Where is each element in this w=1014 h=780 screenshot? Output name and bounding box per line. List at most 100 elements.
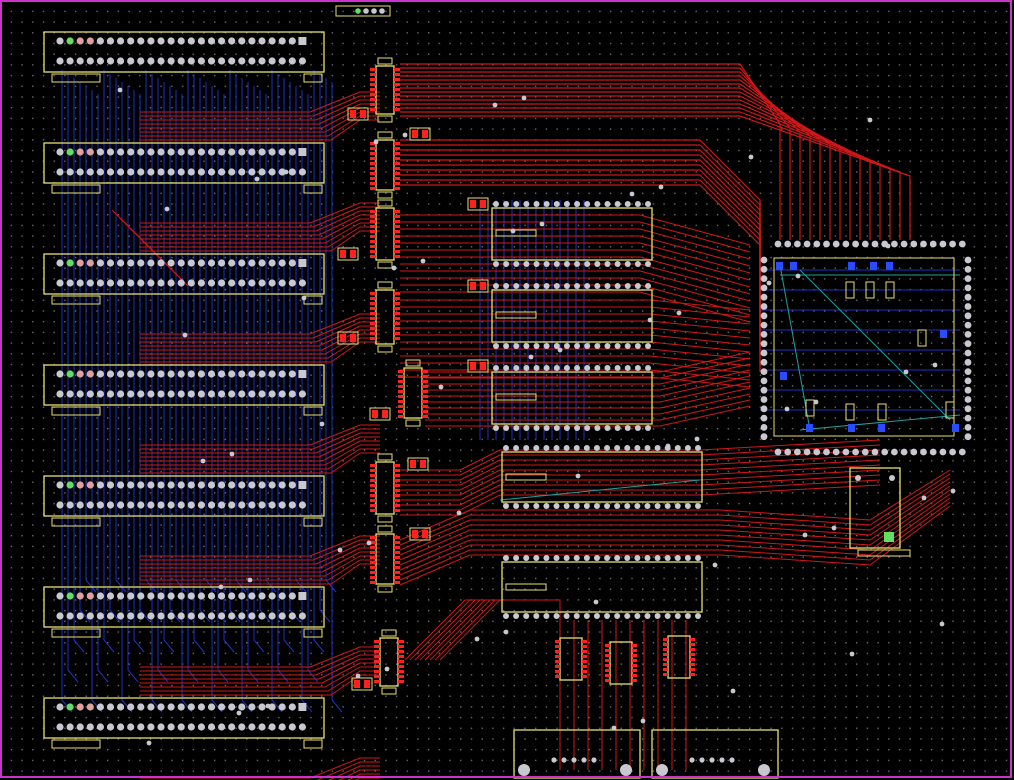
through-hole-pad bbox=[238, 37, 246, 45]
buffer-ic[interactable] bbox=[370, 281, 400, 353]
smd-pad bbox=[370, 327, 376, 330]
smd-pad bbox=[394, 484, 400, 487]
through-hole-pad bbox=[583, 503, 590, 509]
chip-capacitor[interactable] bbox=[351, 677, 373, 691]
chip-capacitor[interactable] bbox=[467, 279, 489, 293]
through-hole-pad bbox=[760, 414, 768, 422]
small-soic[interactable] bbox=[605, 641, 637, 685]
through-hole-pad bbox=[177, 279, 185, 287]
dip-ic[interactable] bbox=[501, 555, 703, 619]
through-hole-pad bbox=[584, 343, 591, 349]
through-hole-pad bbox=[197, 481, 205, 489]
buffer-ic[interactable] bbox=[370, 131, 400, 199]
dip-ic[interactable] bbox=[491, 283, 653, 349]
chip-capacitor[interactable] bbox=[409, 127, 431, 141]
through-hole-pad bbox=[614, 283, 621, 289]
edge-connector[interactable] bbox=[43, 697, 325, 749]
through-hole-pad bbox=[278, 612, 286, 620]
via-dot bbox=[640, 718, 646, 724]
smd-pad bbox=[370, 571, 376, 574]
trace bbox=[399, 473, 951, 546]
through-hole-pad bbox=[96, 501, 104, 509]
through-hole-pad bbox=[268, 168, 276, 176]
through-hole-pad bbox=[624, 283, 631, 289]
plcc-package[interactable] bbox=[760, 240, 972, 456]
trace bbox=[140, 650, 380, 672]
small-soic[interactable] bbox=[555, 637, 587, 681]
component-layer[interactable] bbox=[43, 5, 972, 779]
through-hole-pad bbox=[604, 555, 611, 561]
smd-pad bbox=[370, 68, 376, 71]
chip-capacitor[interactable] bbox=[347, 107, 369, 121]
dip-ic[interactable] bbox=[491, 201, 653, 267]
edge-connector[interactable] bbox=[43, 31, 325, 83]
smd-pad bbox=[370, 489, 376, 492]
through-hole-pad bbox=[634, 201, 641, 207]
smd-pad bbox=[372, 410, 378, 418]
chip-capacitor[interactable] bbox=[467, 359, 489, 373]
trace bbox=[400, 334, 751, 346]
through-hole-pad bbox=[794, 240, 801, 248]
chip-capacitor[interactable] bbox=[337, 331, 359, 345]
through-hole-pad bbox=[76, 390, 84, 398]
through-hole-pad bbox=[949, 240, 956, 248]
smd-pad bbox=[370, 581, 376, 584]
oscillator[interactable] bbox=[849, 467, 911, 557]
smd-pad bbox=[350, 110, 356, 118]
through-hole-pad bbox=[513, 283, 520, 289]
through-hole-pad bbox=[689, 757, 695, 763]
smd-pad bbox=[394, 581, 400, 584]
through-hole-pad bbox=[288, 501, 296, 509]
through-hole-pad bbox=[774, 240, 782, 248]
chip-capacitor[interactable] bbox=[369, 407, 391, 421]
part-outline bbox=[945, 401, 955, 419]
smd-pad bbox=[940, 330, 947, 338]
chip-capacitor[interactable] bbox=[337, 247, 359, 261]
buffer-ic[interactable] bbox=[370, 453, 400, 523]
smd-pad bbox=[374, 680, 380, 683]
dip-ic[interactable] bbox=[491, 365, 653, 431]
through-hole-pad bbox=[147, 481, 155, 489]
smd-pad bbox=[394, 83, 400, 86]
through-hole-pad bbox=[187, 592, 195, 600]
through-hole-pad bbox=[248, 723, 256, 731]
trace bbox=[140, 111, 380, 133]
through-hole-pad bbox=[218, 57, 226, 65]
through-hole-pad bbox=[177, 390, 185, 398]
smd-pad bbox=[632, 674, 637, 677]
edge-connector[interactable] bbox=[43, 475, 325, 527]
buffer-ic[interactable] bbox=[370, 199, 400, 269]
through-hole-pad bbox=[167, 259, 175, 267]
through-hole-pad bbox=[278, 501, 286, 509]
trace bbox=[425, 405, 751, 427]
through-hole-pad bbox=[664, 503, 671, 509]
smd-pad bbox=[398, 410, 404, 413]
through-hole-pad bbox=[127, 279, 135, 287]
dip-ic[interactable] bbox=[501, 445, 703, 509]
ref-box bbox=[377, 585, 393, 593]
chip-capacitor[interactable] bbox=[409, 527, 431, 541]
buffer-ic[interactable] bbox=[370, 525, 400, 593]
buffer-ic[interactable] bbox=[370, 57, 400, 123]
through-hole-pad bbox=[56, 259, 64, 267]
chip-capacitor[interactable] bbox=[407, 457, 429, 471]
small-soic[interactable] bbox=[663, 635, 695, 679]
trace bbox=[140, 444, 380, 466]
edge-connector[interactable] bbox=[43, 142, 325, 194]
edge-connector[interactable] bbox=[43, 364, 325, 416]
through-hole-pad bbox=[207, 481, 216, 489]
buffer-ic[interactable] bbox=[374, 629, 404, 695]
edge-connector[interactable] bbox=[43, 253, 325, 305]
through-hole-pad bbox=[288, 279, 296, 287]
through-hole-pad bbox=[127, 592, 135, 600]
through-hole-pad bbox=[760, 303, 768, 310]
trace bbox=[140, 206, 380, 228]
top-header[interactable] bbox=[335, 5, 391, 17]
chip-capacitor[interactable] bbox=[467, 197, 489, 211]
trace bbox=[79, 82, 91, 623]
smd-pad bbox=[394, 157, 400, 160]
through-hole-pad bbox=[543, 503, 550, 509]
buffer-ic[interactable] bbox=[398, 359, 428, 427]
trace bbox=[187, 70, 199, 683]
